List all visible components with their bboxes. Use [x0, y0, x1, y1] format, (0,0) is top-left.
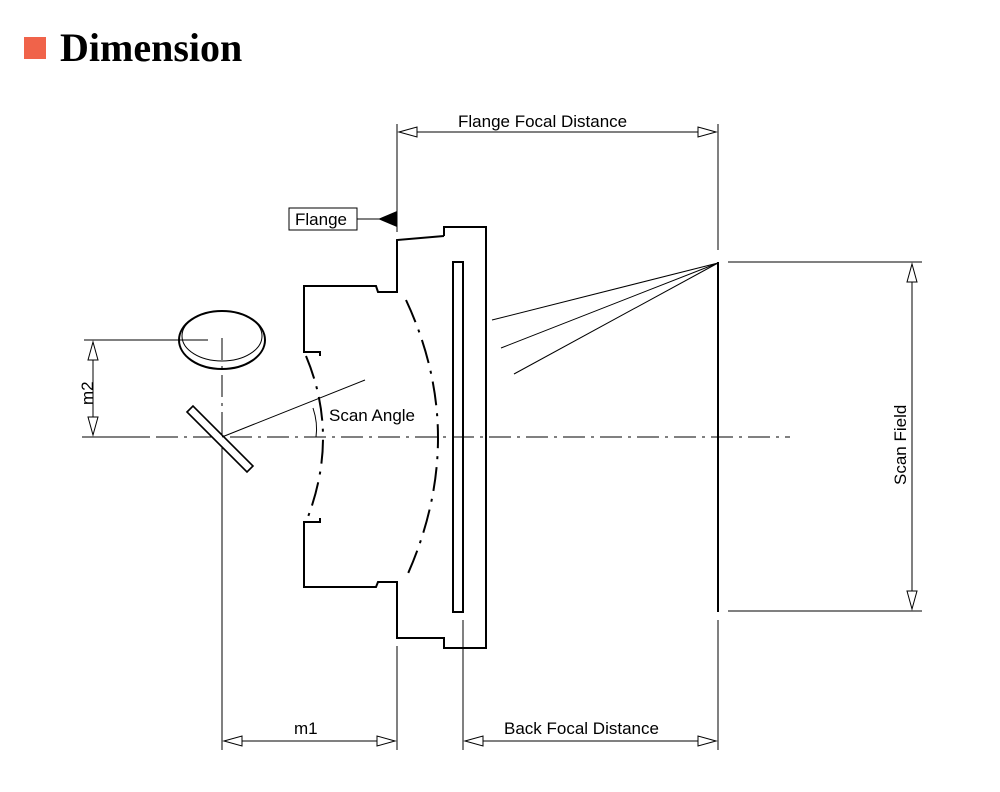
flange-label: Flange — [295, 210, 347, 229]
scan-angle-ray — [221, 379, 366, 438]
focused-rays — [491, 262, 719, 375]
flange-focal-distance-label: Flange Focal Distance — [458, 112, 627, 131]
flange-label-box — [288, 207, 358, 231]
scan-angle-label: Scan Angle — [329, 406, 415, 425]
square-bullet-icon — [24, 37, 46, 59]
flange-focal-distance-dimension — [397, 126, 718, 138]
page-title: Dimension — [60, 25, 243, 70]
scan-field-label: Scan Field — [891, 405, 910, 485]
lens-surface-left — [305, 355, 324, 523]
m2-dimension — [87, 340, 99, 437]
m1-label: m1 — [294, 719, 318, 738]
back-focal-distance-dimension — [463, 735, 718, 747]
page-header: Dimension — [24, 28, 242, 68]
m1-dimension — [222, 735, 397, 747]
lens-housing — [303, 226, 487, 649]
lens-surface-right — [405, 299, 439, 579]
protective-window — [452, 261, 464, 613]
m2-label: m2 — [78, 381, 97, 405]
back-focal-distance-label: Back Focal Distance — [504, 719, 659, 738]
scan-mirror — [185, 404, 255, 474]
scan-angle-arc — [312, 407, 318, 438]
flange-pointer-icon — [378, 211, 397, 227]
scan-field-dimension — [906, 262, 918, 611]
